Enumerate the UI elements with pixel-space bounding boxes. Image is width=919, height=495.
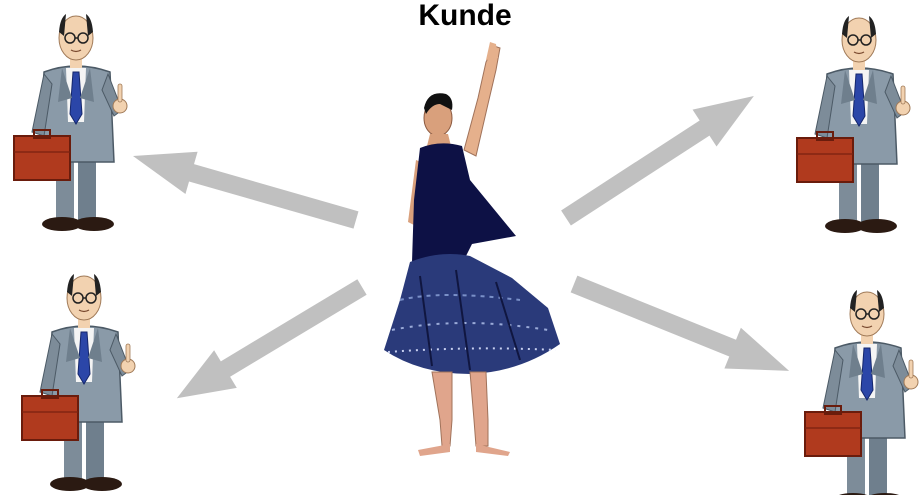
dancing-customer-icon [384,42,560,456]
arrow-bottom-right [565,263,798,392]
businessman-top-right-icon [796,15,911,234]
arrow-top-right [554,77,766,237]
arrow-top-left [126,134,363,242]
diagram-title: Kunde [418,0,512,32]
arrow-bottom-left [165,268,374,418]
businessman-bottom-left-icon [21,273,136,492]
businessman-bottom-right-icon [804,289,919,495]
businessman-top-left-icon [13,13,128,232]
